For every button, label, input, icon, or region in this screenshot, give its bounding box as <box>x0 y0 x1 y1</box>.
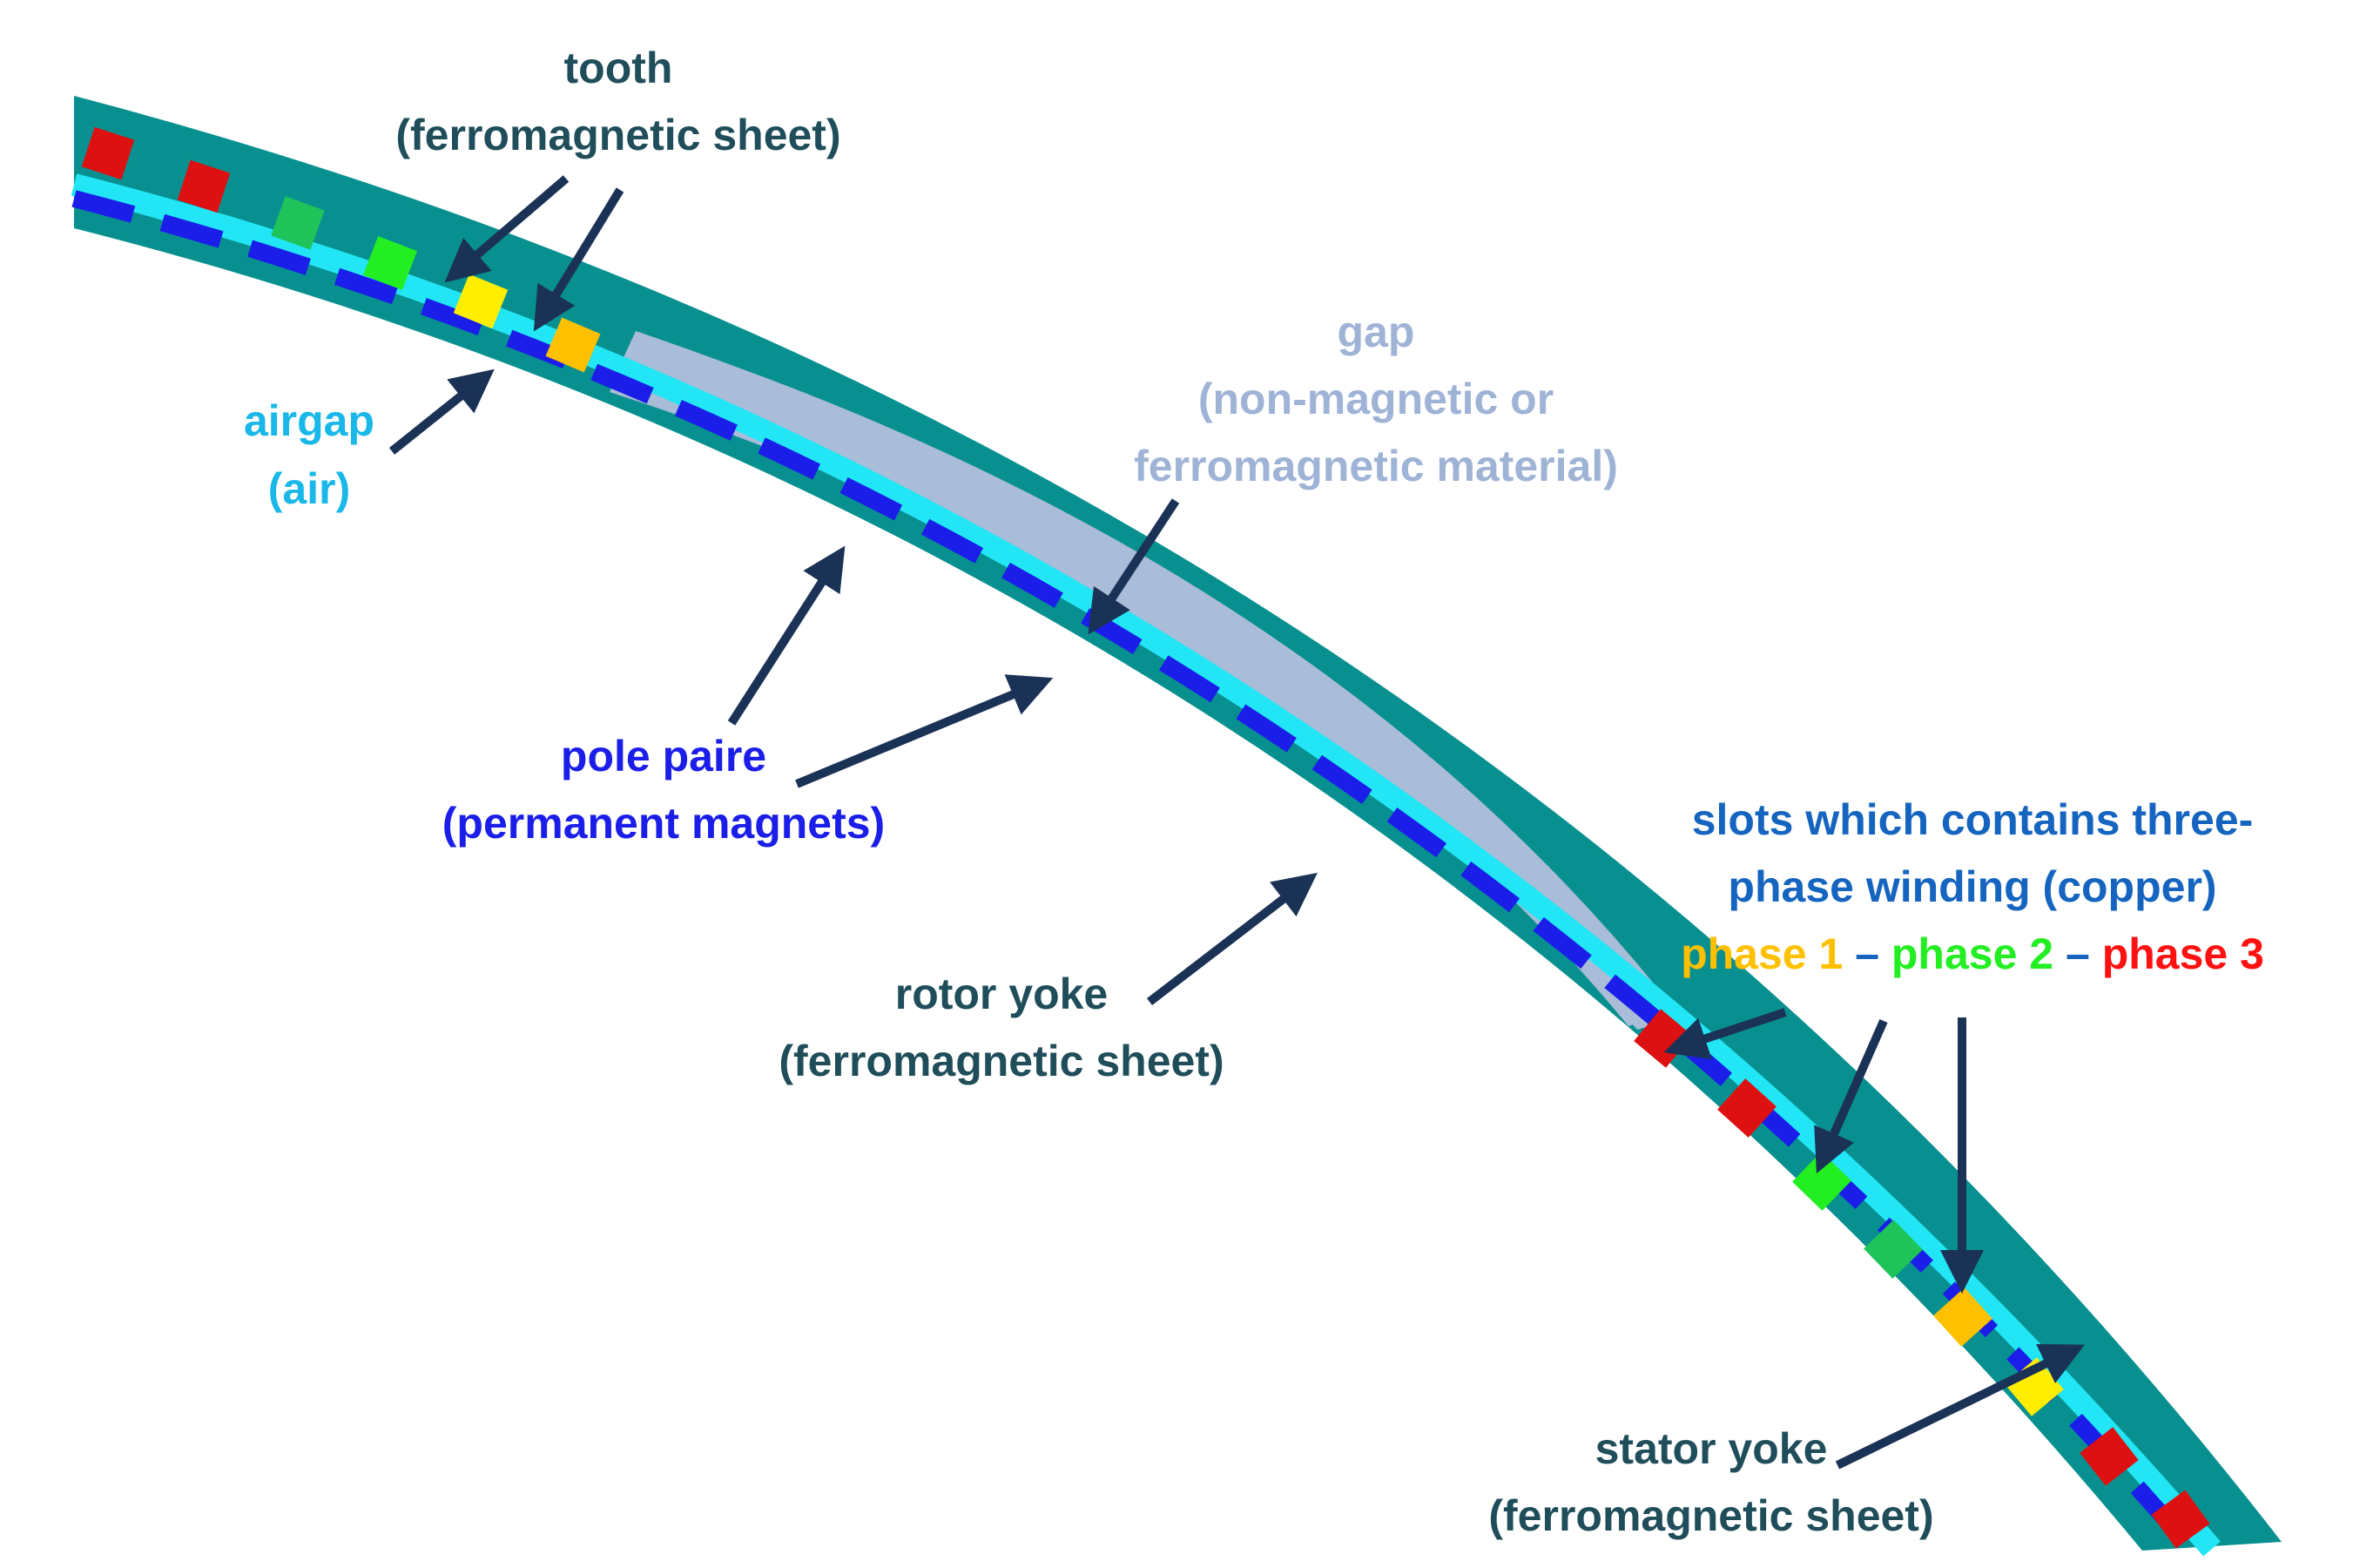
gap-label-line2: (non-magnetic or <box>1198 375 1554 423</box>
slot-phase3 <box>2151 1490 2210 1549</box>
slot-phase3 <box>177 159 231 213</box>
slot-phase1 <box>1933 1288 1992 1347</box>
slot-phase3 <box>2080 1427 2139 1486</box>
phase3-label: phase 3 <box>2102 929 2264 978</box>
phase-legend: phase 1 – phase 2 – phase 3 <box>1681 929 2264 978</box>
arrow-slot-phase2 <box>1814 1018 1888 1174</box>
slot-phase3 <box>1717 1078 1777 1138</box>
airgap-line <box>71 173 2221 1557</box>
arrow-gap <box>1088 498 1180 635</box>
phase1-label: phase 1 <box>1681 929 1843 978</box>
slot-phase2 <box>362 235 418 291</box>
arrow-rotor <box>1146 872 1318 1005</box>
slot-phase2 <box>271 196 325 250</box>
arrow-airgap <box>388 368 495 455</box>
arrow-pole-lower <box>795 674 1054 788</box>
slot-phase3 <box>81 126 135 180</box>
airgap-label-line1: airgap <box>244 396 374 445</box>
arrow-tooth-left <box>444 175 570 283</box>
gap-label-line3: ferromagnetic material) <box>1134 442 1618 490</box>
tooth-label-line1: tooth <box>564 44 673 92</box>
pole-label-line2: (permanent magnets) <box>442 799 885 848</box>
stator-label-line2: (ferromagnetic sheet) <box>1488 1491 1933 1540</box>
arrow-stator <box>1835 1344 2085 1470</box>
slot-phase1 <box>453 274 509 329</box>
airgap-label-line2: (air) <box>268 464 350 513</box>
slots-label-line2: phase winding (copper) <box>1728 862 2216 911</box>
gap-label-line1: gap <box>1338 308 1415 356</box>
slot-phase2 <box>1864 1220 1923 1279</box>
slots-label-line1: slots which contains three- <box>1692 795 2254 844</box>
phase-separator: – <box>1855 929 1891 978</box>
tooth-label-line2: (ferromagnetic sheet) <box>395 111 840 159</box>
arrow-slot-phase1 <box>1663 1008 1787 1060</box>
rotor-label-line1: rotor yoke <box>895 970 1109 1018</box>
arrow-pole-upper <box>727 545 846 726</box>
pole-label-line1: pole paire <box>561 732 766 781</box>
stator-label-line1: stator yoke <box>1595 1424 1828 1473</box>
phase-separator: – <box>2066 929 2102 978</box>
arrow-tooth-right <box>533 187 624 332</box>
rotor-label-line2: (ferromagnetic sheet) <box>779 1037 1224 1085</box>
phase2-label: phase 2 <box>1891 929 2053 978</box>
